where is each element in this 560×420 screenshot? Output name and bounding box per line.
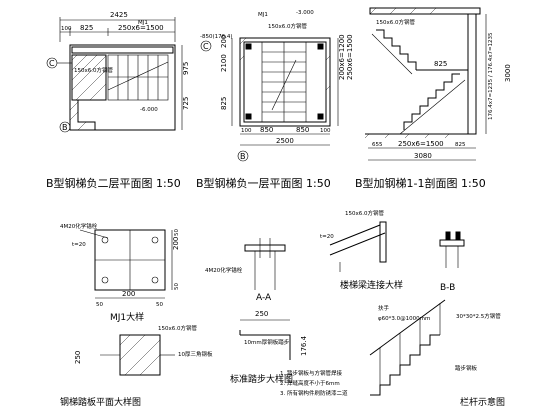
plan2-axis-b: B [240,152,246,161]
plan1-dim-b: 825 [80,24,93,32]
caption-std-tread: 标准踏步大样图 [230,373,293,385]
caption-tread-plan: 钢梯踏板平面大样图 [60,396,141,408]
plan1-axis-c: C [49,59,55,68]
rail-3: 30*30*2.5方钢管 [456,312,501,320]
plan1-side-975: 975 [182,62,190,75]
plan2-dim-850: -850(176.4) [200,34,233,40]
mj1-d50d: 50 [156,302,163,308]
mj1-d50c: 50 [96,302,103,308]
plan1-axis-b: B [62,123,68,132]
plan1-side-725: 725 [182,97,190,110]
rail-2: φ60*3.0@1000mm [378,316,430,322]
std-1764: 176.4 [300,335,308,356]
plan1-mj1: MJ1 [138,20,148,26]
section-dim-655: 655 [372,142,383,148]
plan2-side-200: 200 [220,35,228,48]
detail-beam-joint: 150x6.0方钢管 t=20 楼梯梁连接大样 [320,209,403,291]
plan2-level: -3.000 [296,10,314,16]
aa-anchor: 4M20化学锚栓 [205,266,243,274]
detail-section-bb: B-B [439,231,465,293]
plan2-bottom-100: 100 [241,128,252,134]
plan2-bottom-850b: 850 [296,126,309,134]
detail-standard-tread: 250 176.4 10mm厚钢板踏步 标准踏步大样图 1. 踏步钢板与方钢管焊… [230,310,348,397]
plan2-dim-b1: 200x6=1200 [338,34,346,80]
plan2-bottom-100b: 100 [320,128,331,134]
rail-1: 扶手 [378,304,390,312]
caption-b-section: B型加钢梯1-1剖面图 1:50 [355,176,486,190]
plan2-mj1: MJ1 [258,12,268,18]
tread-250: 250 [74,351,82,364]
plan-floor1: MJ1 -3.000 150x6.0方钢管 -850(176.4) [196,10,354,190]
plan2-axis-b-bubble [237,150,249,162]
mj1-t20: t=20 [72,242,86,248]
std-250: 250 [255,310,268,318]
plan1-level: -6.000 [140,107,158,113]
plan2-axis-c: C [203,42,209,51]
plan1-tube-label: 150x6.0方钢管 [74,66,113,74]
mj1-d50a: 50 [174,229,180,236]
mj1-d50b: 50 [174,283,180,290]
plan1-dim-c: 250x6=1500 [118,24,164,32]
mj1-d200b: 200 [122,290,135,298]
section-dim-825: 825 [434,60,447,68]
caption-b-floor2: B型钢梯负二层平面图 1:50 [46,176,181,190]
caption-railing: 栏杆示意图 [460,396,505,408]
plan1-dim-a: 100 [61,26,72,32]
rail-4: 踏步钢板 [455,364,478,372]
std-note3: 3. 所有钢构件刷防锈漆二道 [280,389,348,397]
section-dim-825b: 825 [455,142,466,148]
mj1-anchor: 4M20化学锚栓 [60,222,98,230]
plan2-axis-c-bubble [200,40,212,52]
mj1-d200a: 200 [172,237,180,250]
bj-label: 150x6.0方钢管 [345,209,384,217]
section-1-1: 150x6.0方钢管 825 655 250x6=1500 825 3080 1… [355,7,512,190]
plan1-stair-flight [107,54,169,101]
plan2-side-2100: 2100 [220,54,228,72]
std-note2: 2. 焊缝高度不小于6mm [280,379,340,387]
std-plate: 10mm厚钢板踏步 [244,338,290,346]
plan1-top-dim: 2425 [110,11,128,19]
detail-section-aa: 4M20化学锚栓 A-A [205,238,286,303]
section-right-dims: 176.4x7=1235 / 176.4x7=1235 [488,32,494,120]
caption-aa: A-A [256,293,272,303]
tread-label: 150x6.0方钢管 [158,324,197,332]
bj-plate: t=20 [320,234,334,240]
section-dim-mid: 250x6=1500 [398,140,444,148]
section-total: 3080 [414,152,432,160]
caption-b-floor1: B型钢梯负一层平面图 1:50 [196,176,331,190]
detail-railing: 扶手 φ60*3.0@1000mm 30*30*2.5方钢管 踏步钢板 栏杆示意… [369,299,505,408]
plan2-bottom-total: 2500 [276,137,294,145]
plan1-axis-b-bubble [59,121,71,133]
plan2-dim-b2: 250x6=1500 [346,34,354,80]
plan-floor2: 2425 100 825 250x6=1500 MJ1 150x6.0方钢管 [46,11,190,190]
tread-10: 10厚三角钢板 [178,350,213,358]
detail-mj1: 4M20化学锚栓 t=20 200 50 50 200 50 50 MJ1大样 [60,222,180,323]
caption-mj1: MJ1大样 [110,311,144,323]
section-right-3000: 3000 [504,64,512,82]
caption-bb: B-B [440,283,455,293]
plan2-side-825: 825 [220,97,228,110]
caption-beam-joint: 楼梯梁连接大样 [340,279,403,291]
detail-tread-plan: 150x6.0方钢管 10厚三角钢板 250 钢梯踏板平面大样图 [60,324,213,408]
std-note1: 1. 踏步钢板与方钢管焊接 [280,369,342,377]
plan2-bottom-850a: 850 [260,126,273,134]
plan2-stair-flights [261,41,307,123]
plan2-tube-label: 150x6.0方钢管 [268,22,307,30]
section-tube-label: 150x6.0方钢管 [376,18,415,26]
